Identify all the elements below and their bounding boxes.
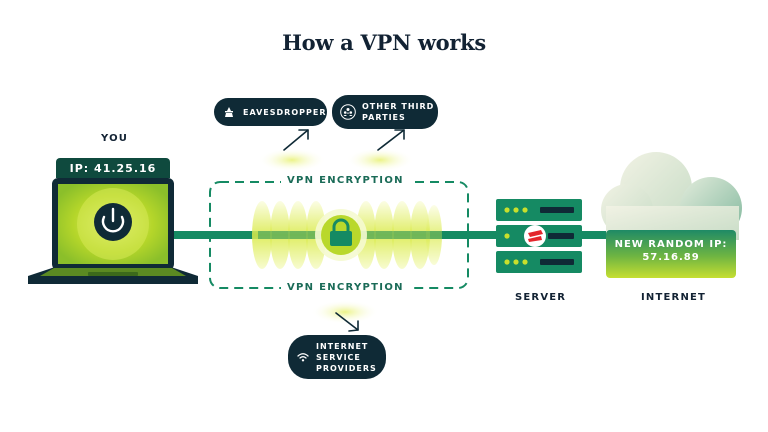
encryption-waves <box>252 201 442 269</box>
eavesdroppers-label: EAVESDROPPERS <box>243 107 334 117</box>
isp-arrow <box>335 312 359 331</box>
new-ip-box <box>606 230 736 278</box>
lock-icon <box>315 209 367 261</box>
vpn-logo-icon <box>524 225 546 247</box>
encryption-label-bottom: VPN ENCRYPTION <box>281 282 410 293</box>
you-label: YOU <box>101 133 129 144</box>
people-icon <box>340 104 356 120</box>
isp-line2: SERVICE <box>316 352 361 362</box>
diagram-title: How a VPN works <box>282 30 486 55</box>
new-ip-text: NEW RANDOM IP: 57.16.89 <box>606 238 736 264</box>
server <box>496 199 582 273</box>
wifi-icon <box>297 351 309 363</box>
isp-line3: PROVIDERS <box>316 363 377 373</box>
isp-pill: INTERNET SERVICE PROVIDERS <box>288 335 386 379</box>
power-icon <box>101 215 125 233</box>
third-parties-pill: OTHER THIRD PARTIES <box>332 95 438 129</box>
third-parties-line1: OTHER THIRD <box>362 102 435 111</box>
internet-label: INTERNET <box>641 292 707 303</box>
encryption-label-top: VPN ENCRYPTION <box>281 175 410 186</box>
eavesdroppers-pill: EAVESDROPPERS <box>214 98 332 126</box>
server-label: SERVER <box>515 292 567 303</box>
laptop <box>28 178 198 284</box>
third-party-arrow <box>377 129 405 151</box>
eavesdropper-arrow <box>283 129 309 151</box>
new-ip-line2: 57.16.89 <box>642 252 700 263</box>
current-ip-tag: IP: 41.25.16 <box>56 158 170 178</box>
isp-line1: INTERNET <box>316 341 369 351</box>
isp-glow <box>311 300 379 324</box>
cloud-icon <box>601 152 742 240</box>
encryption-box <box>209 181 469 289</box>
third-parties-line2: PARTIES <box>362 113 406 122</box>
spy-icon <box>223 106 235 118</box>
third-party-glow <box>346 148 414 172</box>
eavesdropper-glow <box>258 148 326 172</box>
new-ip-line1: NEW RANDOM IP: <box>614 239 728 250</box>
